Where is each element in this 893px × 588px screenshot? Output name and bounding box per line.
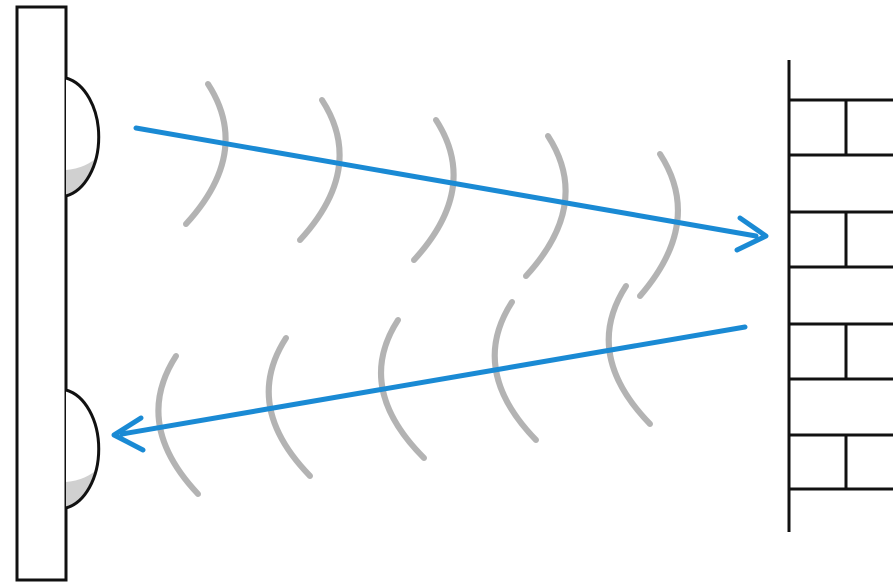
outgoing-waves xyxy=(186,84,678,296)
return-wave-1 xyxy=(609,286,650,424)
sensor-board xyxy=(17,7,66,580)
brick-wall xyxy=(789,60,893,532)
outgoing-wave-1 xyxy=(186,84,226,224)
outgoing-wave-4 xyxy=(526,136,566,276)
return-waves xyxy=(158,286,650,494)
receiver xyxy=(66,390,106,512)
outgoing-wave-5 xyxy=(640,154,678,296)
outgoing-wave-3 xyxy=(414,120,454,260)
outgoing-wave-2 xyxy=(300,100,340,240)
return-signal-arrow xyxy=(114,327,745,450)
